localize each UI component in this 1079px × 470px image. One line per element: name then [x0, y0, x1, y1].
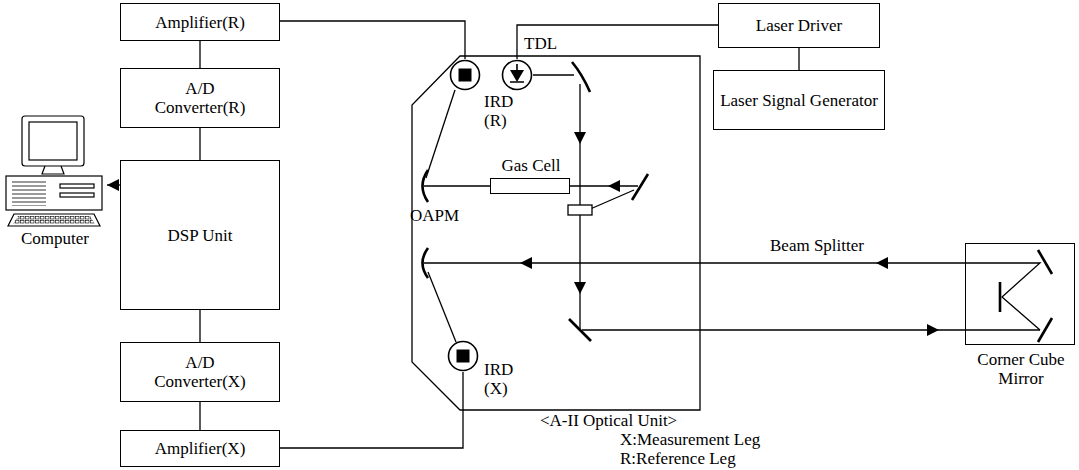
computer-illustration — [6, 116, 102, 226]
laser-diode-symbol: TDL — [501, 59, 533, 91]
dsp-box: DSP Unit — [120, 160, 280, 310]
node-label: Corner Cube Mirror — [966, 350, 1076, 388]
part-label: Beam Splitter — [770, 236, 864, 255]
legend-note: X:Measurement Leg — [620, 430, 760, 449]
optical-unit: <A-II Optical Unit>IRD (R)TDLGas CellIRD… — [412, 56, 700, 410]
detector-symbol: IRD (R) — [449, 59, 481, 91]
corner-cube-box: Corner Cube Mirror — [965, 243, 1075, 345]
node-label: Amplifier(X) — [155, 439, 246, 458]
node-label: A/D Converter(X) — [141, 353, 259, 391]
node-label: DSP Unit — [167, 226, 232, 245]
node-label: IRD (X) — [484, 360, 524, 398]
signal-wire — [199, 128, 200, 160]
node-label: Laser Signal Generator — [720, 91, 878, 110]
amplifier-box: Amplifier(X) — [120, 430, 280, 467]
amplifier-box: Amplifier(R) — [120, 3, 280, 41]
signal-wire — [199, 402, 200, 430]
detector-symbol — [449, 59, 481, 91]
node-label: A/D Converter(R) — [141, 79, 259, 117]
signal-wire — [199, 41, 200, 68]
beam-arrowheads — [520, 132, 939, 336]
node-label: Laser Driver — [756, 16, 842, 35]
converter-box: A/D Converter(X) — [120, 342, 280, 402]
beam-splitter-plate — [568, 205, 592, 215]
computer-node: Computer — [3, 112, 107, 248]
node-label: Amplifier(R) — [155, 13, 245, 32]
node-label: IRD (R) — [484, 92, 524, 130]
node-label: Gas Cell — [491, 156, 571, 175]
signal-wire — [107, 184, 120, 185]
legend-note: R:Reference Leg — [620, 449, 736, 468]
laser-diode-symbol — [501, 59, 533, 91]
generator-box: Laser Signal Generator — [713, 70, 885, 130]
part-label: OAPM — [410, 206, 459, 225]
detector-symbol: IRD (X) — [447, 340, 479, 372]
signal-wire — [517, 25, 718, 59]
signal-wire — [199, 310, 200, 342]
gas-cell: Gas Cell — [490, 178, 570, 194]
signal-wire — [798, 48, 799, 70]
node-label: <A-II Optical Unit> — [540, 411, 710, 430]
converter-box: A/D Converter(R) — [120, 68, 280, 128]
driver-box: Laser Driver — [718, 3, 880, 48]
signal-wire — [280, 372, 463, 448]
node-label: TDL — [524, 34, 564, 53]
signal-wire — [280, 21, 465, 59]
detector-symbol — [447, 340, 479, 372]
node-label: Computer — [3, 229, 107, 248]
mirror-symbols — [423, 62, 1053, 342]
